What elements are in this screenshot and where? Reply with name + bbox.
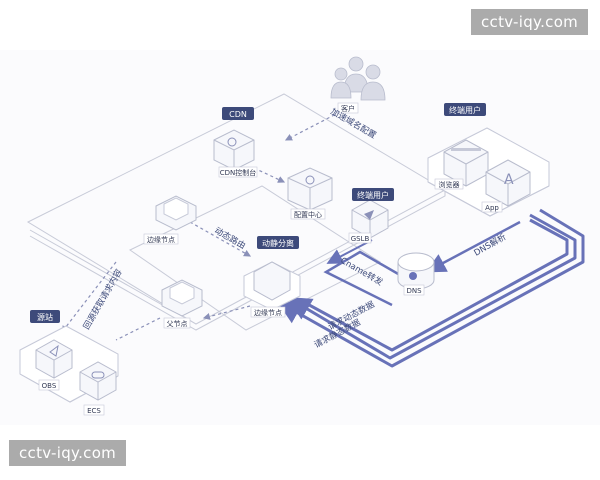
- obs-box: [35, 339, 73, 379]
- dns-resolve-line: [425, 220, 521, 273]
- config-center-label: 配置中心: [294, 210, 322, 219]
- edge-node-center-box: [243, 261, 301, 311]
- parent-node-box: [161, 279, 203, 317]
- data-flow-lines: [276, 208, 585, 368]
- watermark-bottom: cctv-iqy.com: [9, 440, 127, 466]
- tag-dynamic-static-label: 动静分离: [262, 238, 294, 248]
- tag-end-user-gslb: 终端用户: [352, 188, 394, 201]
- gslb-label: GSLB: [351, 235, 370, 243]
- browser-box: [443, 139, 489, 187]
- ecs-label: ECS: [87, 407, 101, 415]
- tag-end-user-gslb-label: 终端用户: [357, 190, 389, 200]
- dns-label: DNS: [406, 287, 422, 295]
- tag-origin-label: 源站: [37, 312, 53, 322]
- edge-layer-outline: [129, 185, 382, 331]
- watermark-top: cctv-iqy.com: [471, 9, 589, 35]
- customer-people-icon: [330, 56, 386, 101]
- tag-dynamic-static: 动静分离: [257, 236, 299, 249]
- svg-text:A: A: [504, 172, 514, 188]
- dns-cylinder: [397, 252, 435, 290]
- cdn-console-label: CDN控制台: [220, 168, 257, 177]
- edge-node-center-label: 边缘节点: [254, 308, 282, 317]
- tag-end-user-right-label: 终端用户: [449, 105, 481, 115]
- dashed-arrows: [61, 111, 341, 341]
- app-box: A: [485, 159, 531, 207]
- browser-label: 浏览器: [439, 180, 460, 189]
- cdn-console-box: [213, 129, 255, 171]
- config-center-box: [287, 167, 333, 211]
- ecs-box: [79, 361, 117, 401]
- obs-label: OBS: [42, 382, 57, 390]
- tag-origin: 源站: [30, 310, 60, 323]
- gslb-link-line: [326, 239, 373, 264]
- edge-node-left-label: 边缘节点: [147, 235, 175, 244]
- edge-node-left-box: [155, 195, 197, 231]
- tag-cdn-label: CDN: [229, 110, 247, 119]
- tag-end-user-right: 终端用户: [444, 103, 486, 116]
- customer-label: 客户: [341, 104, 355, 113]
- app-label: App: [485, 204, 499, 212]
- parent-node-label: 父节点: [167, 320, 188, 328]
- tag-cdn: CDN: [222, 107, 254, 120]
